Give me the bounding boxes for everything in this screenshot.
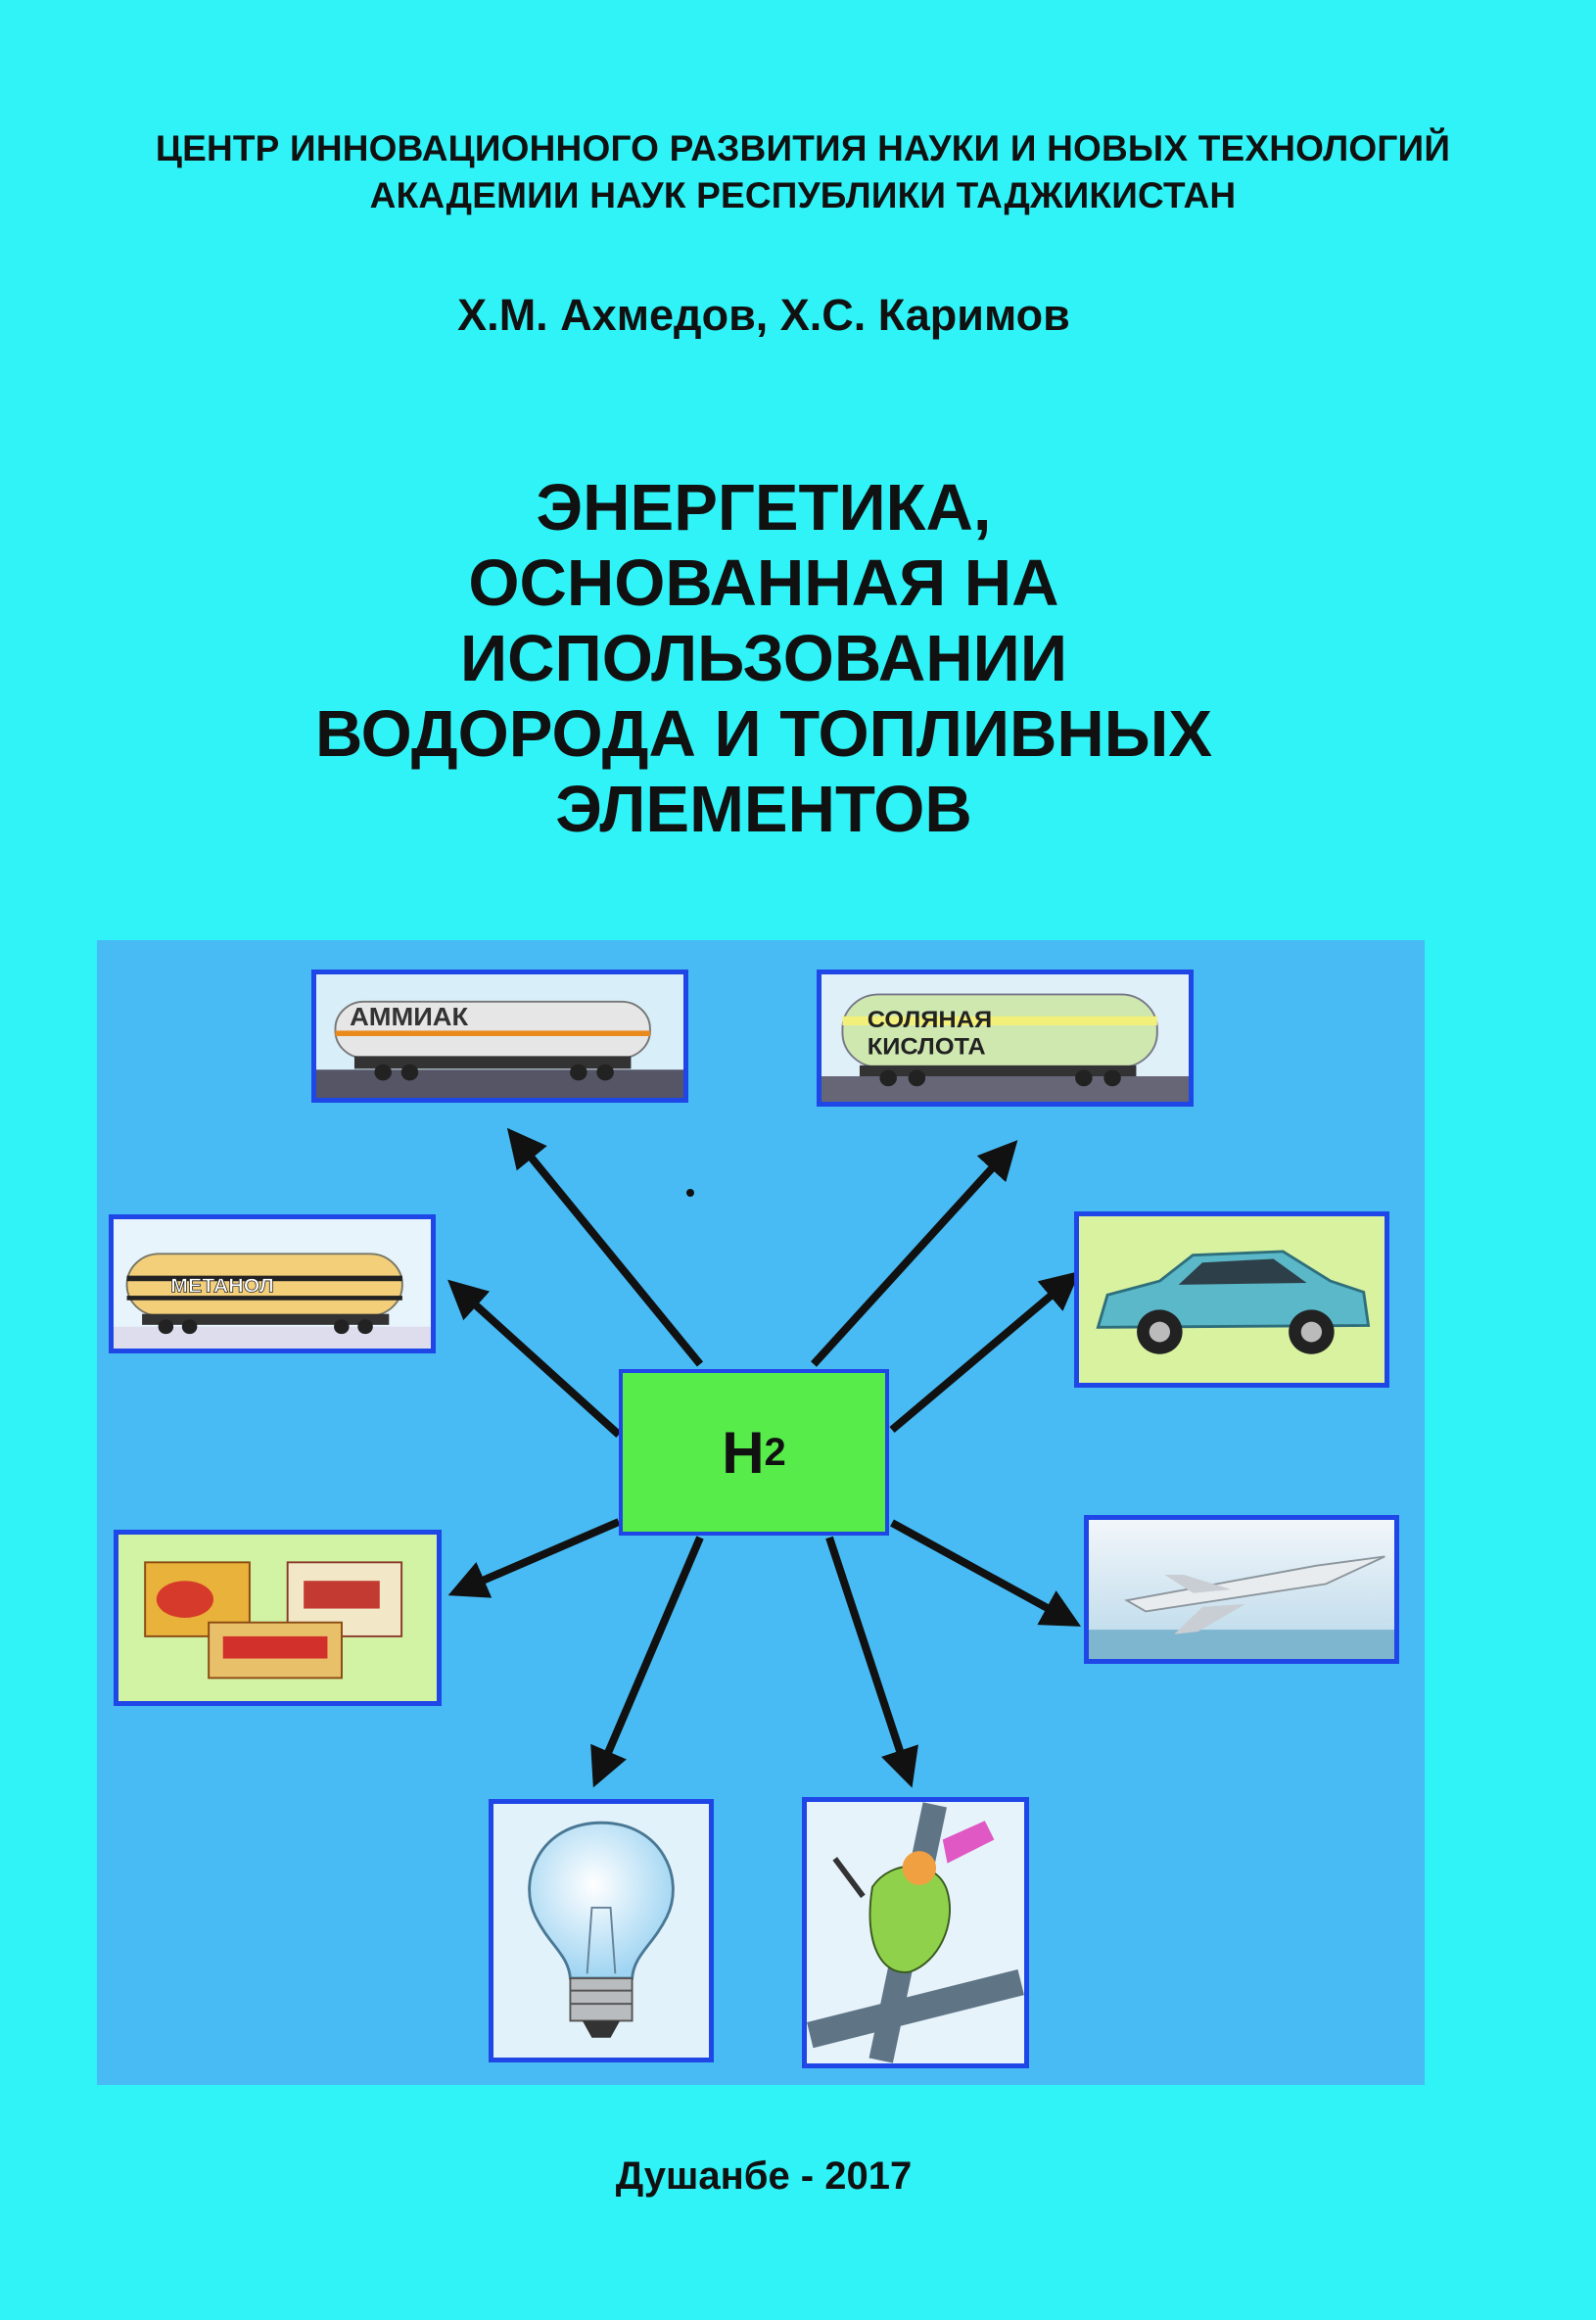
publication-place-year: Душанбе - 2017 (615, 2154, 913, 2198)
food-products-card (114, 1530, 442, 1706)
arrow-food (447, 1518, 621, 1598)
title-line-1: ЭНЕРГЕТИКА, (536, 471, 992, 544)
arrow-metallurgy (825, 1536, 918, 1788)
methanol-tank-card: МЕТАНОЛ (109, 1214, 436, 1353)
book-title: ЭНЕРГЕТИКА, ОСНОВАННАЯ НА ИСПОЛЬЗОВАНИИ … (0, 470, 1527, 847)
methanol-tank-image: МЕТАНОЛ (114, 1219, 431, 1349)
authors: Х.М. Ахмедов, Х.С. Каримов (457, 290, 1070, 340)
title-line-3: ИСПОЛЬЗОВАНИИ (460, 622, 1067, 695)
aircraft-image (1089, 1520, 1394, 1659)
hydrochloric-acid-tank-image: СОЛЯНАЯ КИСЛОТА (821, 974, 1189, 1102)
ammonia-label: АММИАК (350, 1002, 469, 1030)
diagram-arrows (447, 1127, 1082, 1788)
title-line-2: ОСНОВАННАЯ НА (468, 546, 1059, 620)
arrow-aircraft (890, 1519, 1082, 1627)
arrow-hydrochloric-acid (811, 1140, 1018, 1367)
hydrochloric-acid-tank-card: СОЛЯНАЯ КИСЛОТА (817, 970, 1194, 1107)
light-bulb-card (489, 1799, 714, 2062)
aircraft-card (1084, 1515, 1399, 1664)
acid-label-line-2: КИСЛОТА (868, 1034, 986, 1060)
acid-label-line-1: СОЛЯНАЯ (868, 1007, 992, 1032)
title-line-4: ВОДОРОДА И ТОПЛИВНЫХ (314, 697, 1213, 771)
hydrogen-subscript: 2 (764, 1430, 786, 1474)
ammonia-tank-card: АММИАК (311, 970, 688, 1103)
publisher-line-1: ЦЕНТР ИННОВАЦИОННОГО РАЗВИТИЯ НАУКИ И НО… (155, 128, 1451, 168)
metallurgy-card (802, 1797, 1029, 2068)
hydrogen-symbol: H (722, 1419, 765, 1486)
arrow-methanol (447, 1279, 622, 1438)
arrow-ammonia (506, 1127, 704, 1367)
arrow-lighting (590, 1536, 704, 1788)
ammonia-tank-image: АММИАК (316, 974, 683, 1098)
methanol-label: МЕТАНОЛ (170, 1275, 274, 1298)
publisher-line-2: АКАДЕМИИ НАУК РЕСПУБЛИКИ ТАДЖИКИСТАН (369, 175, 1237, 215)
title-line-5: ЭЛЕМЕНТОВ (555, 773, 972, 846)
publisher-header: ЦЕНТР ИННОВАЦИОННОГО РАЗВИТИЯ НАУКИ И НО… (0, 125, 1596, 219)
metallurgy-image (807, 1802, 1024, 2063)
arrow-car (889, 1270, 1081, 1434)
food-products-image (118, 1535, 437, 1701)
car-card (1074, 1211, 1389, 1388)
light-bulb-image (493, 1804, 709, 2058)
car-image (1079, 1216, 1385, 1383)
